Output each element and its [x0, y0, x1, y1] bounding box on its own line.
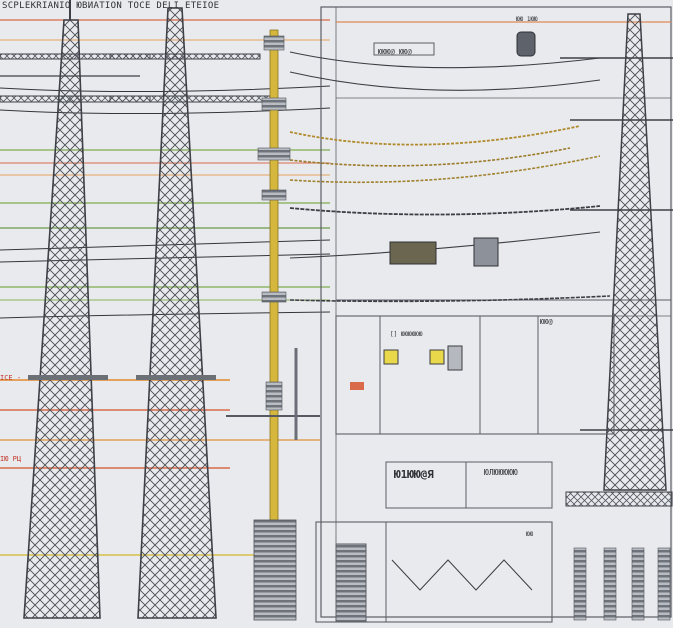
pole-insulator-2	[261, 97, 287, 111]
components	[373, 31, 536, 267]
central-pole	[226, 29, 320, 621]
conductor-1	[0, 85, 331, 93]
bushing-d	[657, 547, 671, 621]
yellow-switch-1	[383, 349, 399, 365]
conductor-3	[0, 239, 331, 251]
tower-2-crossarm-2	[109, 95, 271, 103]
conductor-2	[0, 107, 331, 115]
pole-base-bushing	[253, 519, 297, 621]
switch-right-label: ЮЮ@	[540, 318, 553, 326]
outer-frame	[320, 6, 672, 618]
pole-insulator-1	[263, 35, 285, 51]
lower-panels	[315, 461, 553, 623]
tower-2-crossarm-1	[109, 53, 261, 60]
label-box-a	[373, 42, 435, 56]
bushing-a	[573, 547, 587, 621]
tower-3-body	[603, 13, 667, 491]
tower-1-platform	[28, 375, 108, 380]
box-a-label: ЮЮЮ@ ЮЮ@	[378, 48, 412, 56]
lower-right-small-label: ЮЮ	[526, 531, 534, 538]
tower-2-body	[137, 7, 217, 619]
bushing-b	[603, 547, 617, 621]
r-conductor-6	[289, 205, 601, 216]
left-red-label-b: IЮ PЦ	[0, 455, 22, 463]
pole-insulators	[257, 35, 291, 411]
terminal-block	[389, 241, 437, 265]
r-conductor-4	[289, 147, 571, 167]
yellow-switch-2	[429, 349, 445, 365]
right-conductors	[289, 51, 611, 303]
switch-device	[473, 237, 499, 267]
pole-insulator-5	[261, 291, 287, 303]
lower-panel-b	[465, 461, 553, 509]
red-marker	[350, 382, 364, 390]
pole-insulator-6	[265, 381, 283, 411]
transmission-tower-1	[0, 0, 151, 619]
gray-breaker	[447, 345, 463, 371]
pole-insulator-4	[261, 189, 287, 201]
transmission-tower-3	[560, 13, 673, 621]
top-right-insulator	[516, 31, 536, 57]
lower-insulator	[335, 543, 367, 623]
panel-top-label: Ю1ЮЮ@Я	[394, 468, 434, 481]
pole-insulator-3	[257, 147, 291, 161]
switch-title-label: [] ЮЮЮЮЮЮ	[390, 331, 423, 338]
top-right-small-label: ЮЮ 1ЮЮ	[516, 16, 538, 23]
switch-panel	[335, 315, 615, 435]
r-conductor-7	[289, 231, 601, 259]
panel-top-right-label: ЮЛЮЮЮЮЮ	[484, 468, 518, 477]
r-conductor-1	[289, 51, 601, 69]
r-conductor-2	[289, 71, 601, 91]
tower-1-body	[23, 19, 101, 619]
tower-3-base-frame	[565, 491, 673, 507]
lower-panel-c	[315, 521, 553, 623]
tower-3-bushings	[573, 547, 671, 621]
lower-zigzag	[391, 559, 533, 591]
switch-panel-frame	[335, 315, 615, 435]
left-red-label-a: ICE -	[0, 374, 22, 382]
bushing-c	[631, 547, 645, 621]
transmission-tower-2	[109, 7, 271, 619]
header-text: SCPLEKRIANIO ЮВИАTION TOCE DELI ETEIOE	[2, 1, 220, 11]
tower-2-platform	[136, 375, 216, 380]
r-conductor-8	[289, 295, 611, 303]
